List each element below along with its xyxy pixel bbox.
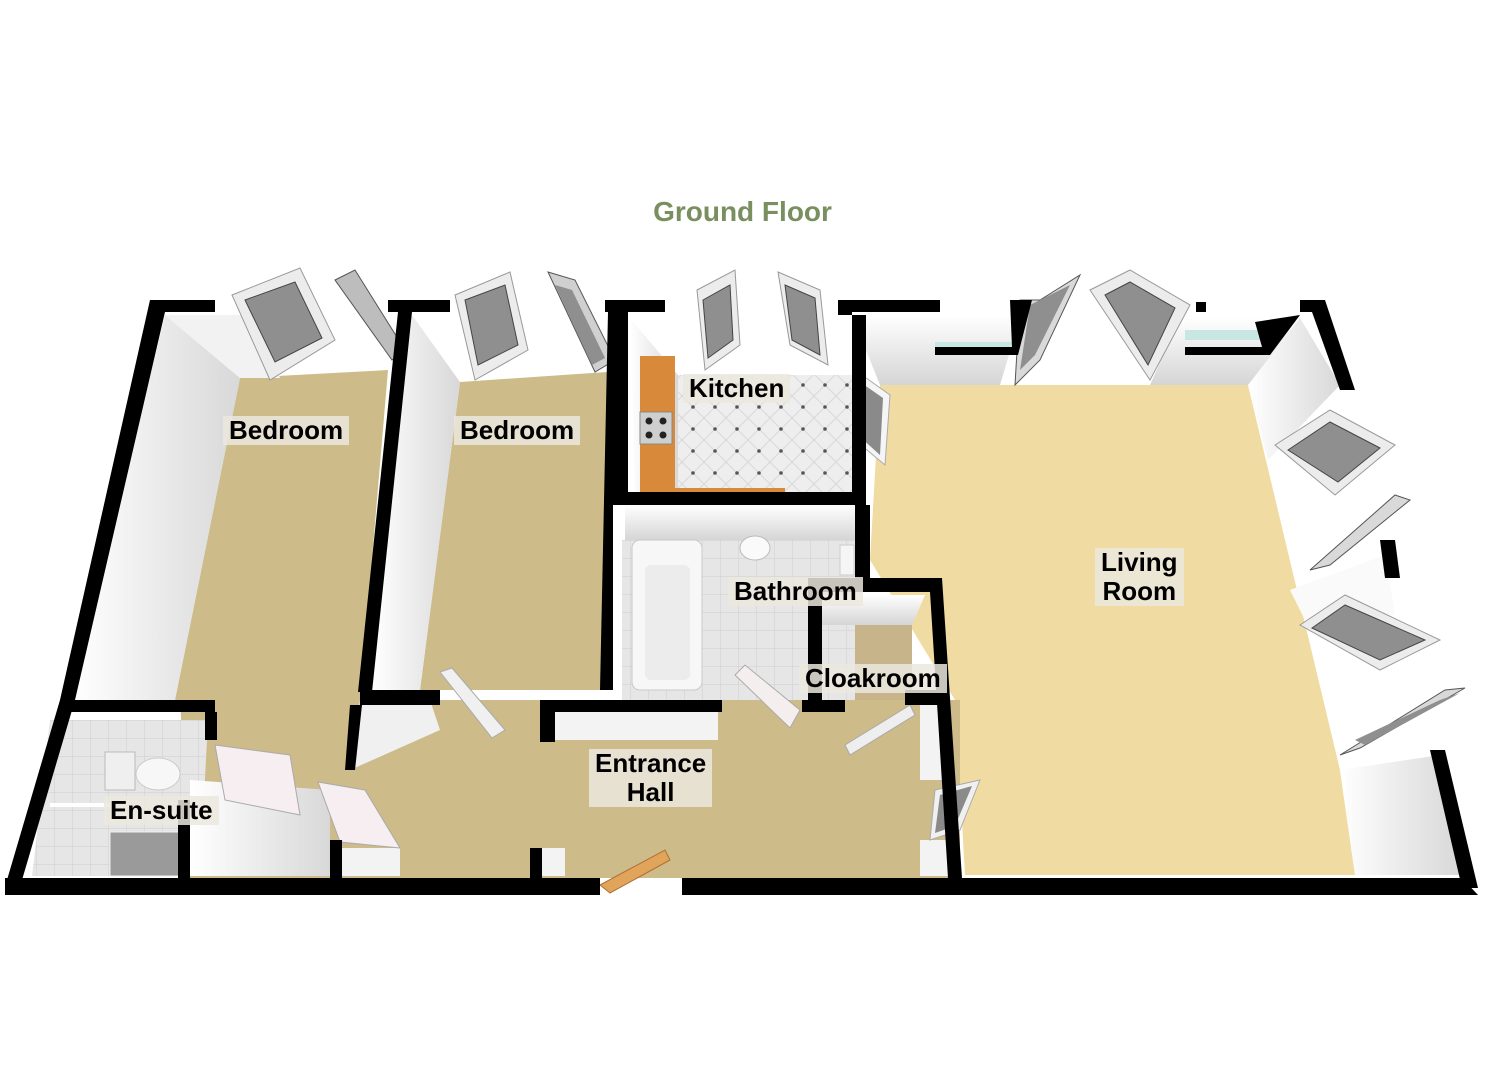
room-label-kitchen: Kitchen (683, 374, 791, 403)
ensuite-toilet-icon (104, 751, 136, 791)
floor-title: Ground Floor (653, 196, 832, 227)
room-label-entrance-hall: Entrance Hall (589, 749, 713, 807)
door (844, 704, 916, 756)
bathroom-fixtures (631, 535, 855, 691)
bedroom1-floor (175, 370, 388, 700)
door (734, 664, 801, 729)
bedroom2-floor (420, 372, 607, 690)
room-label-en-suite: En-suite (104, 796, 219, 825)
walls (5, 300, 1478, 895)
toilet-icon (839, 544, 855, 576)
doors (214, 664, 981, 894)
door (317, 781, 401, 849)
door (214, 744, 301, 816)
shower-tray-icon (109, 831, 186, 877)
kitchen-worktop (639, 356, 785, 494)
room-label-bedroom-2: Bedroom (454, 416, 581, 445)
sink-icon (739, 535, 771, 561)
hob-icon (639, 411, 673, 445)
front-door (599, 849, 671, 894)
door (439, 667, 506, 739)
room-label-living-room: Living Room (1095, 548, 1184, 606)
living-floor (870, 385, 1355, 875)
kitchen-floor (678, 375, 852, 492)
wall-faces (72, 315, 1460, 876)
room-label-bathroom: Bathroom (728, 577, 863, 606)
room-label-cloakroom: Cloakroom (799, 664, 947, 693)
window (1309, 494, 1412, 571)
glazing (1185, 330, 1265, 340)
ensuite-fixtures (50, 751, 186, 877)
room-label-bedroom-1: Bedroom (223, 416, 350, 445)
